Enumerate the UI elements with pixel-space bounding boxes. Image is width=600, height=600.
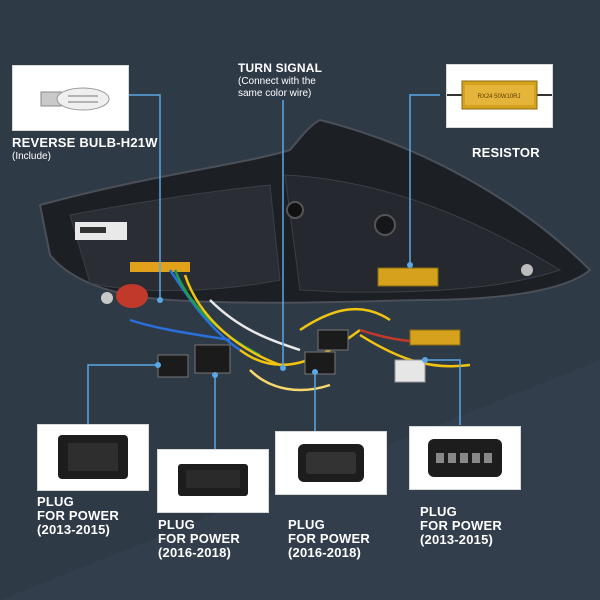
- plug-2013-right-photo: [409, 426, 521, 490]
- plug-icon: [38, 425, 148, 490]
- plug4-line3: (2013-2015): [420, 532, 494, 547]
- resistor-photo: RX24 50W10RJ: [446, 64, 553, 128]
- plug-icon: [276, 432, 386, 494]
- plug2-line2: FOR POWER: [158, 531, 240, 546]
- turn-signal-subtitle-line2: same color wire): [238, 88, 312, 99]
- plug4-line2: FOR POWER: [420, 518, 502, 533]
- plug-2016-right-photo: [275, 431, 387, 495]
- plug-2016-left-photo: [157, 449, 269, 513]
- reverse-bulb-photo: [12, 65, 129, 131]
- plug2-line1: PLUG: [158, 517, 195, 532]
- resistor-title: RESISTOR: [472, 145, 540, 160]
- plug3-line2: FOR POWER: [288, 531, 370, 546]
- plug1-line1: PLUG: [37, 494, 74, 509]
- plug4-line1: PLUG: [420, 504, 457, 519]
- plug3-line1: PLUG: [288, 517, 325, 532]
- bulb-icon: [13, 66, 128, 130]
- resistor-icon: RX24 50W10RJ: [447, 65, 552, 127]
- plug2-line3: (2016-2018): [158, 545, 232, 560]
- turn-signal-title: TURN SIGNAL: [238, 61, 323, 75]
- reverse-bulb-subtitle: (Include): [12, 151, 51, 162]
- turn-signal-subtitle-line1: (Connect with the: [238, 76, 316, 87]
- plug1-line3: (2013-2015): [37, 522, 111, 537]
- plug1-line2: FOR POWER: [37, 508, 119, 523]
- reverse-bulb-title: REVERSE BULB-H21W: [12, 135, 158, 150]
- plug-icon: [410, 427, 520, 489]
- plug-2013-left-photo: [37, 424, 149, 491]
- plug3-line3: (2016-2018): [288, 545, 362, 560]
- plug-icon: [158, 450, 268, 512]
- resistor-marking: RX24 50W10RJ: [477, 94, 520, 100]
